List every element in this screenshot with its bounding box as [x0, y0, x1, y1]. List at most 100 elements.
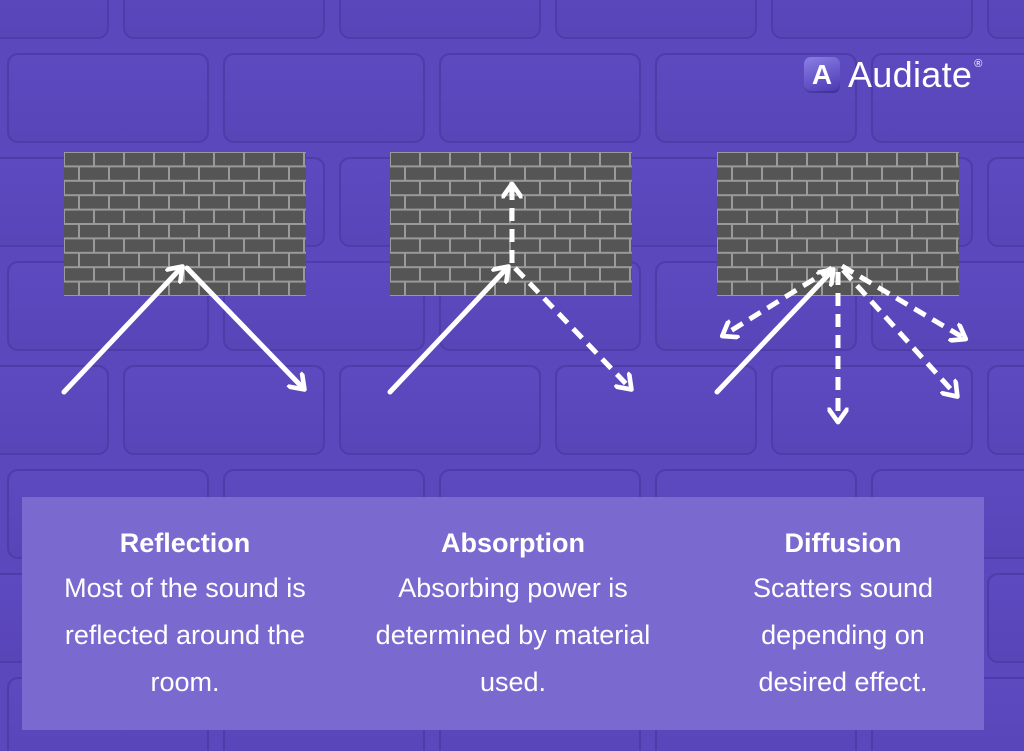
wall-brick: [601, 153, 629, 166]
wall-brick: [838, 181, 866, 195]
wall-brick: [571, 239, 599, 252]
reflection-reflected-arrow: [184, 265, 303, 388]
wall-brick: [808, 181, 836, 195]
wall-brick: [65, 153, 93, 166]
reflection-caption: Reflection Most of the sound is reflecte…: [35, 525, 335, 706]
wall-brick: [290, 253, 306, 267]
wall-brick: [451, 181, 479, 195]
diffusion-caption: Diffusion Scatters sound depending on de…: [691, 525, 995, 706]
wall-brick: [631, 268, 632, 281]
wall-brick: [586, 167, 614, 180]
wall-brick: [155, 239, 183, 252]
wall-brick: [958, 153, 959, 166]
wall-brick: [541, 239, 569, 252]
wall-brick: [898, 153, 926, 166]
wall-brick: [406, 196, 434, 209]
wall-brick: [556, 225, 584, 238]
wall-brick: [958, 239, 959, 252]
wall-brick: [436, 282, 464, 295]
wall-brick: [718, 181, 746, 195]
wall-brick: [616, 225, 632, 238]
wall-brick: [943, 253, 959, 267]
wall-brick: [436, 196, 464, 209]
wall-brick: [390, 167, 404, 180]
wall-brick: [391, 153, 419, 166]
wall-brick: [958, 268, 959, 281]
wall-brick: [170, 253, 198, 267]
wall-brick: [140, 225, 168, 238]
wall-brick: [481, 239, 509, 252]
wall-brick: [913, 196, 941, 209]
wall-brick: [808, 210, 836, 223]
wall-brick: [390, 196, 404, 209]
wall-brick: [868, 268, 896, 281]
wall-brick: [260, 196, 288, 209]
wall-brick: [406, 282, 434, 295]
diffusion-title: Diffusion: [784, 528, 902, 558]
wall-brick: [586, 253, 614, 267]
diffusion-scatter-right-arrow: [840, 263, 964, 338]
wall-brick: [868, 153, 896, 166]
wall-brick: [125, 268, 153, 281]
wall-brick: [571, 181, 599, 195]
wall-brick: [305, 181, 306, 195]
wall-brick: [391, 210, 419, 223]
diffusion-incident-arrow: [714, 271, 832, 395]
wall-brick: [526, 167, 554, 180]
wall-brick: [586, 282, 614, 295]
wall-brick: [95, 210, 123, 223]
wall-brick: [80, 225, 108, 238]
wall-brick: [125, 181, 153, 195]
wall-brick: [125, 153, 153, 166]
wall-brick: [406, 253, 434, 267]
wall-brick: [913, 253, 941, 267]
wall-brick: [733, 253, 761, 267]
wall-brick: [230, 253, 258, 267]
wall-brick: [958, 181, 959, 195]
wall-brick: [928, 268, 956, 281]
wall-brick: [541, 268, 569, 281]
wall-brick: [185, 153, 213, 166]
wall-brick: [170, 196, 198, 209]
wall-brick: [260, 167, 288, 180]
wall-brick: [717, 225, 731, 238]
reflection-diagram: [61, 152, 333, 395]
wall-brick: [245, 268, 273, 281]
reflection-title: Reflection: [119, 528, 251, 558]
wall-brick: [170, 167, 198, 180]
wall-brick: [823, 196, 851, 209]
wall-brick: [185, 181, 213, 195]
wall-brick: [170, 225, 198, 238]
diffusion-description: Scatters sound depending on desired effe…: [752, 573, 934, 697]
wall-brick: [718, 153, 746, 166]
wall-brick: [290, 196, 306, 209]
wall-brick: [200, 196, 228, 209]
reflection-incident-arrow: [61, 268, 181, 395]
wall-brick: [943, 167, 959, 180]
wall-brick: [763, 167, 791, 180]
wall-brick: [496, 282, 524, 295]
wall-brick: [778, 210, 806, 223]
wall-brick: [451, 268, 479, 281]
wall-brick: [853, 225, 881, 238]
wall-brick: [717, 282, 731, 295]
wall-brick: [245, 153, 273, 166]
wall-brick: [883, 225, 911, 238]
wall-brick: [601, 210, 629, 223]
wall-brick: [601, 181, 629, 195]
wall-brick: [823, 225, 851, 238]
wall-brick: [155, 210, 183, 223]
wall-brick: [260, 253, 288, 267]
wall-brick: [275, 181, 303, 195]
wall-brick: [631, 181, 632, 195]
diffusion-diagram: [714, 152, 986, 420]
wall-brick: [733, 282, 761, 295]
wall-brick: [868, 210, 896, 223]
wall-brick: [717, 253, 731, 267]
wall-brick: [616, 253, 632, 267]
wall-brick: [541, 153, 569, 166]
wall-brick: [778, 153, 806, 166]
wall-brick: [838, 239, 866, 252]
wall-brick: [215, 268, 243, 281]
